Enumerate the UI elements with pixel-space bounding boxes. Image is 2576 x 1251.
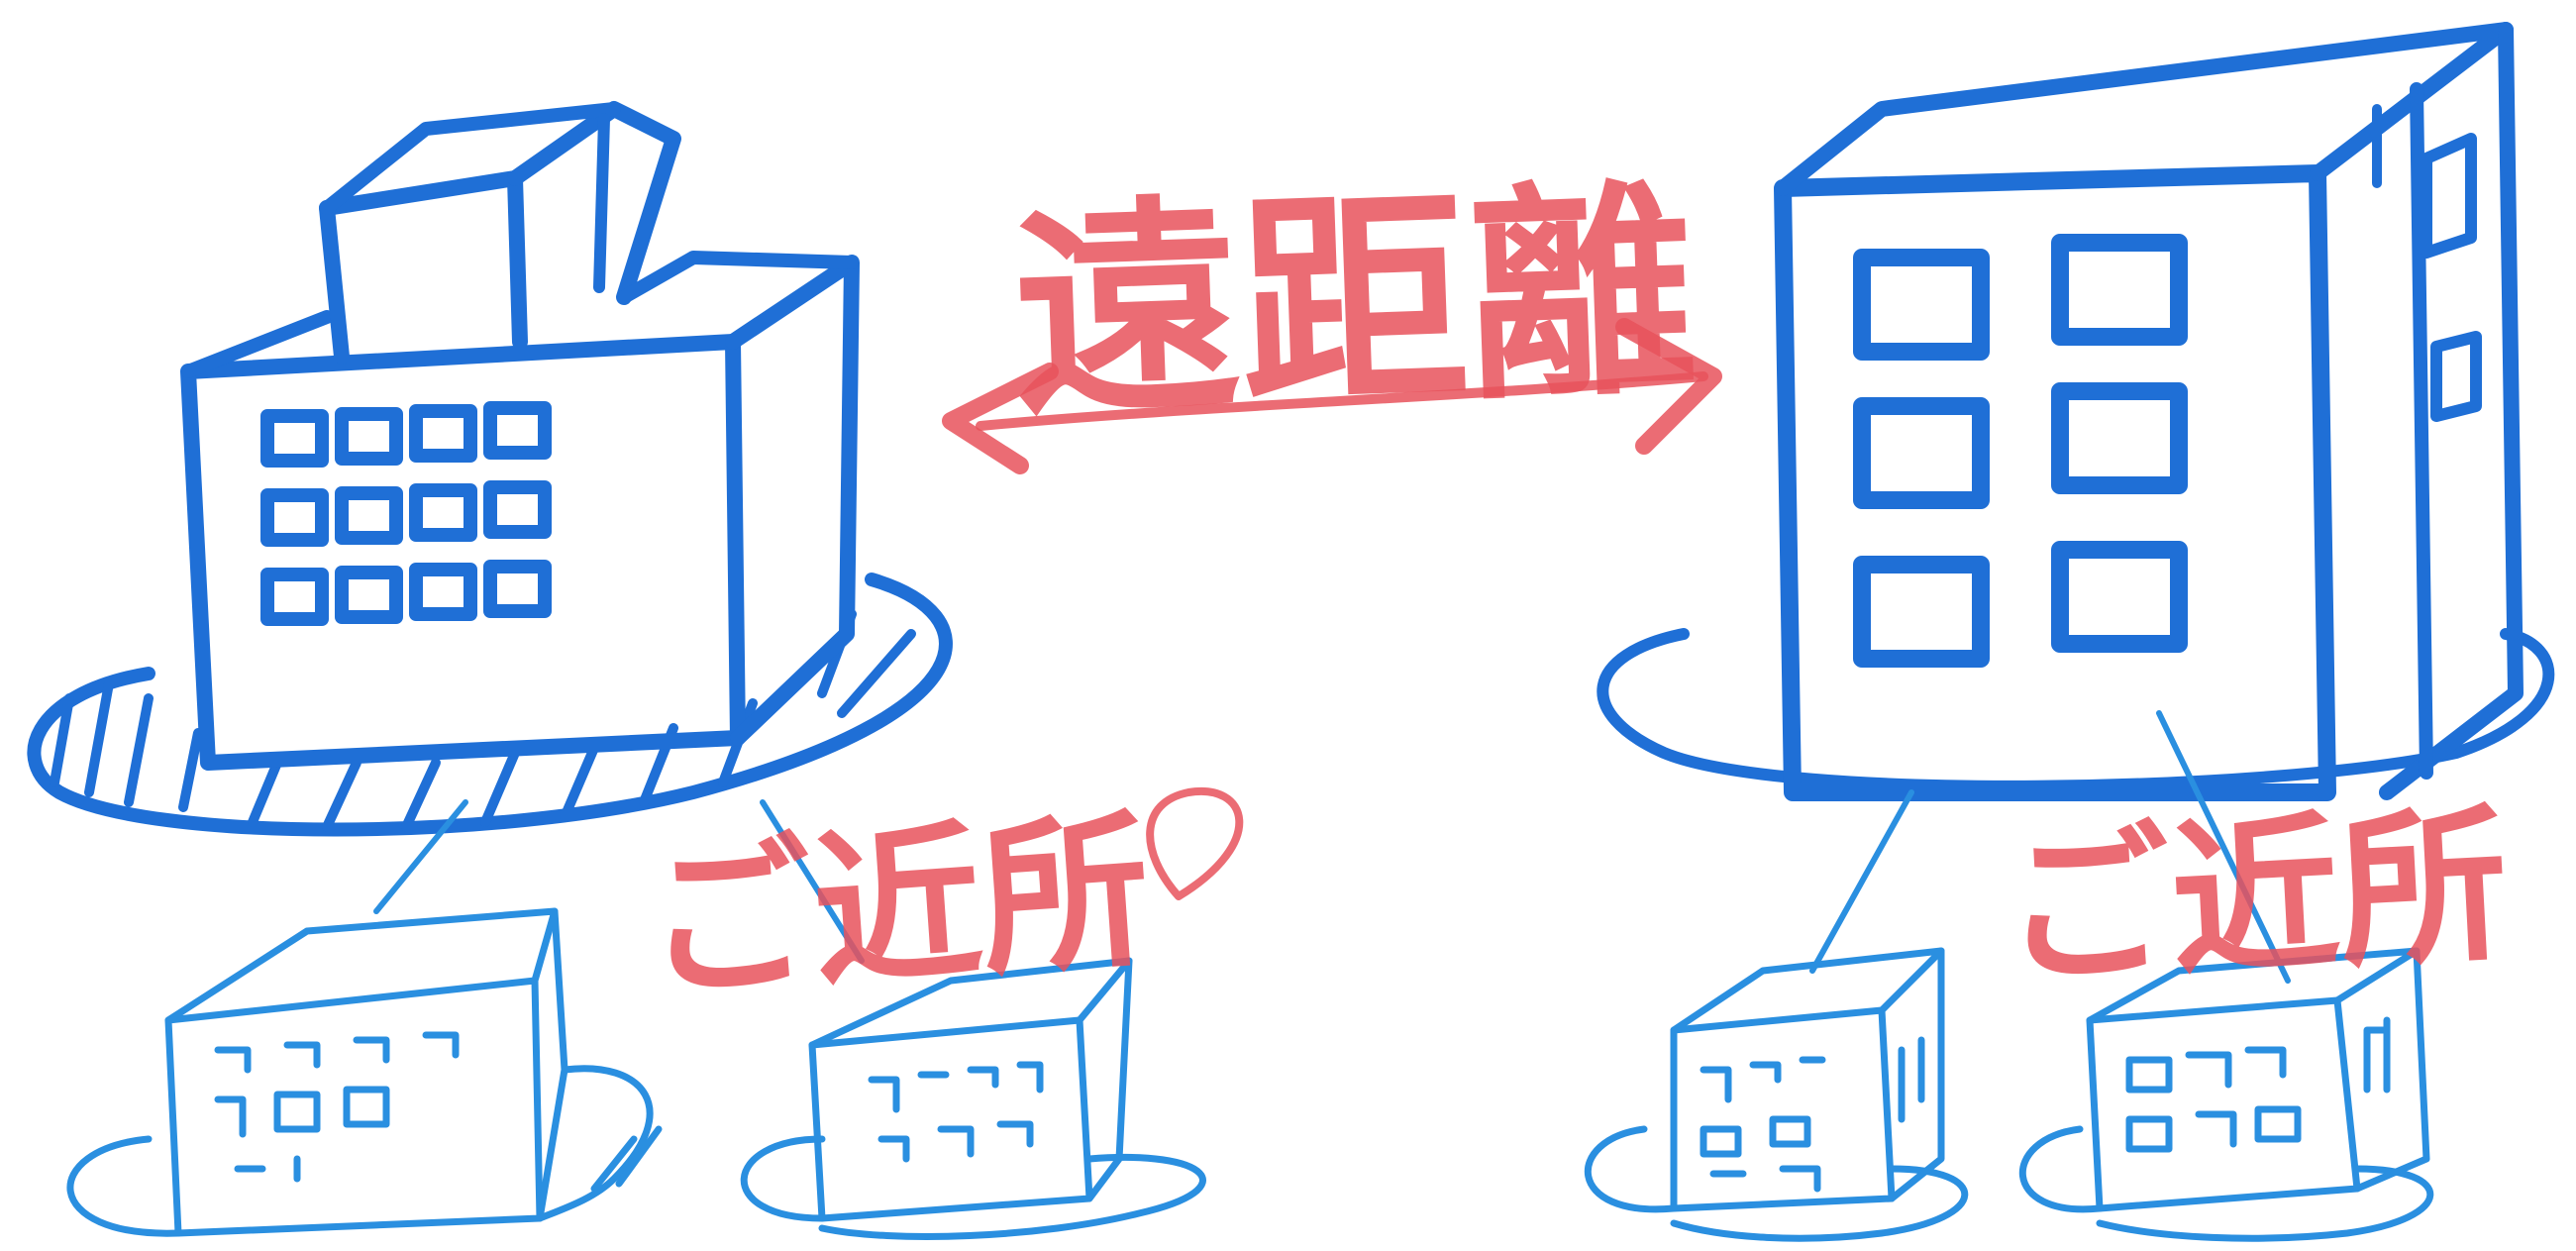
small-building-icon xyxy=(2018,947,2434,1242)
small-building-icon xyxy=(740,957,1206,1240)
location-pin-icon xyxy=(1146,786,1244,900)
small-building-icon xyxy=(1584,947,1969,1242)
connector-line-left-b xyxy=(760,799,865,964)
nearby-label-right: ご近所 xyxy=(1998,787,2513,1009)
small-building-icon xyxy=(66,907,663,1237)
connector-line-right-a xyxy=(1809,789,1914,974)
connector-line-right-b xyxy=(2156,710,2291,984)
connector-line-left-a xyxy=(373,799,468,914)
long-distance-label: 遠距離 xyxy=(1008,159,1700,448)
nearby-label-left: ご近所 xyxy=(639,793,1157,1024)
double-arrow-icon xyxy=(942,318,1722,474)
tall-apartment-building-icon xyxy=(1597,22,2555,801)
large-office-building-icon xyxy=(27,101,953,837)
